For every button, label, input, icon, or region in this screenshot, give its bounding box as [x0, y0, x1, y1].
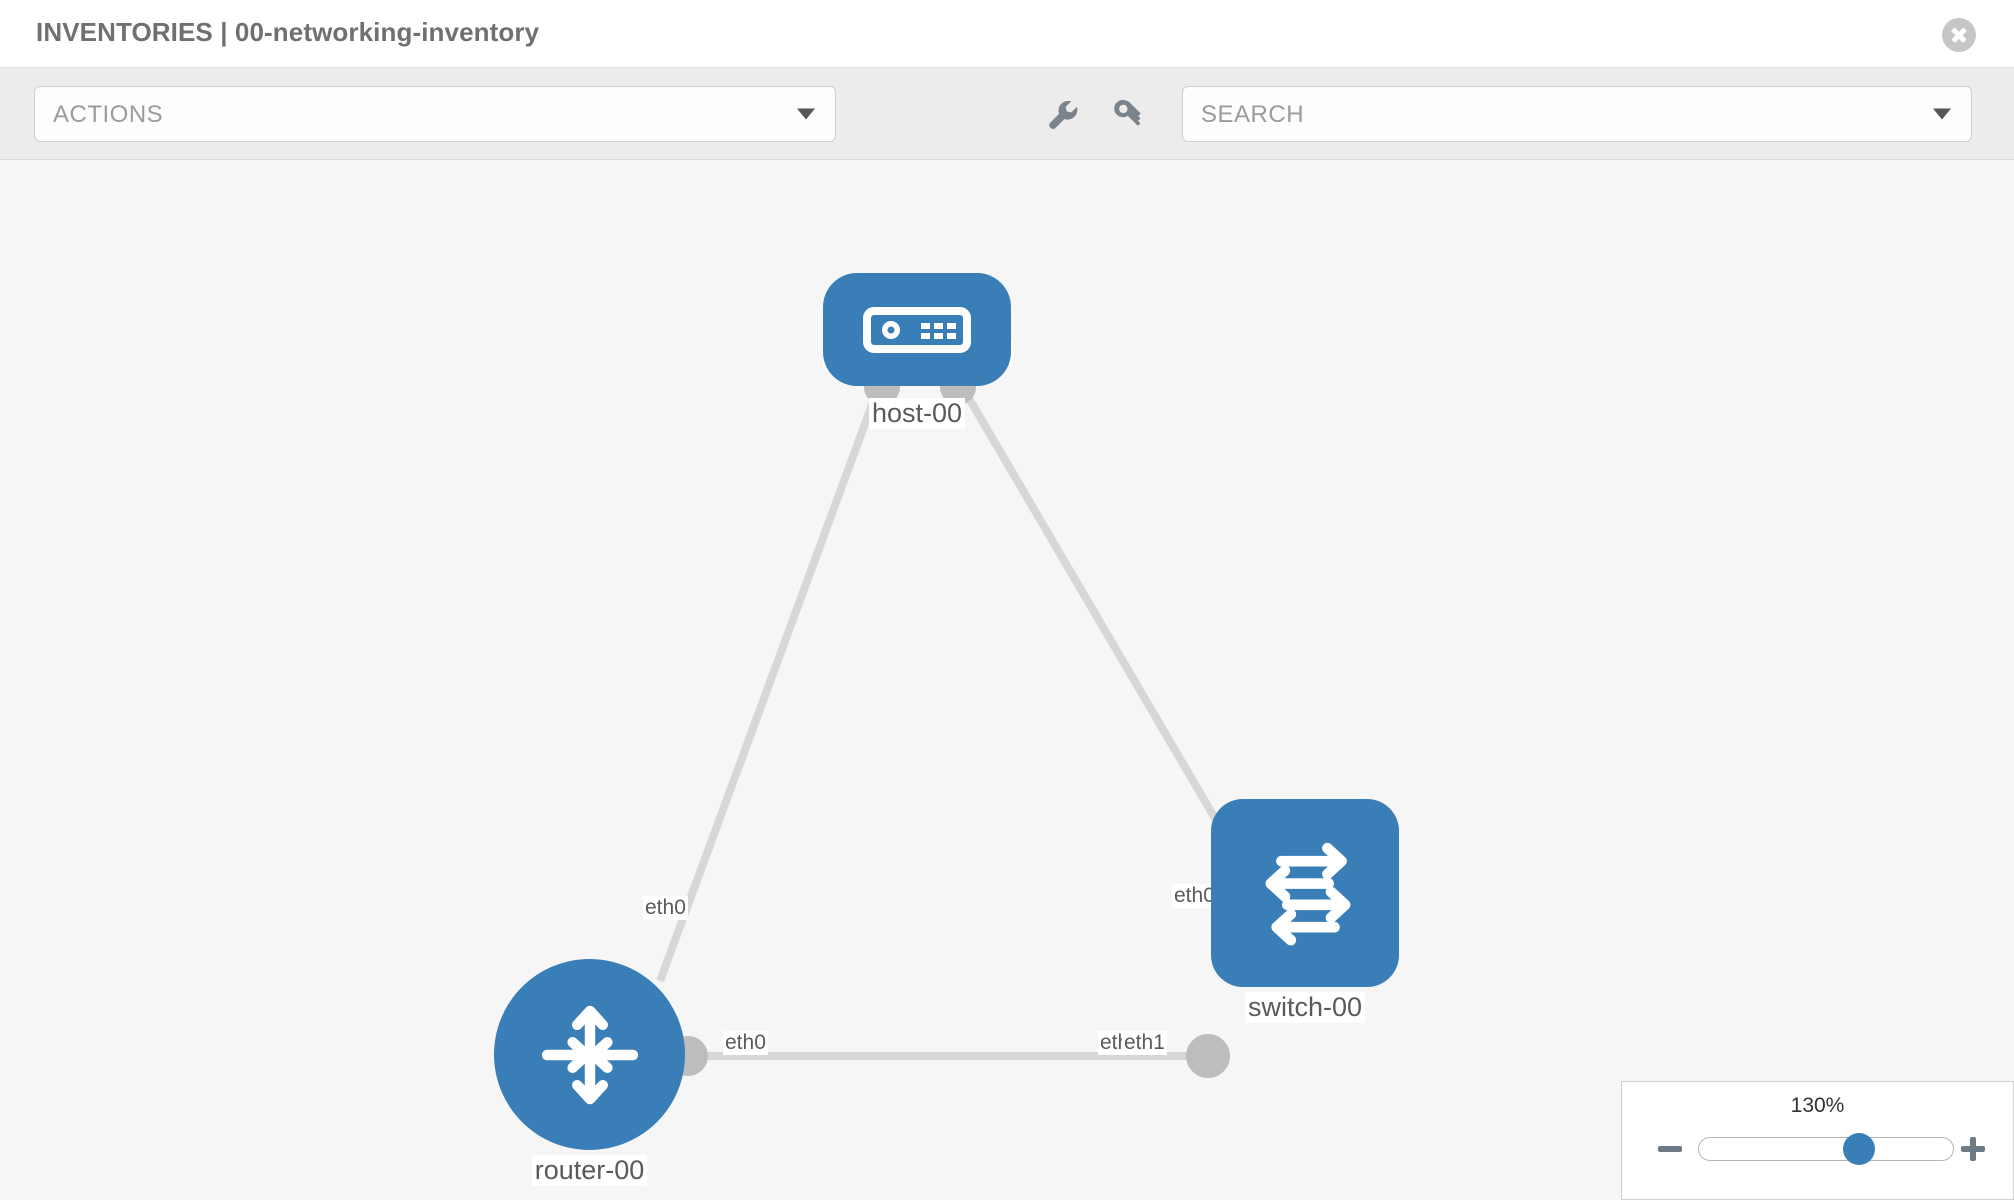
iface-label-switch-left-b: eth1 [1122, 1031, 1167, 1055]
actions-dropdown-label: ACTIONS [53, 101, 164, 128]
link-host-router [656, 381, 884, 983]
iface-label-router-up: eth0 [643, 896, 688, 920]
zoom-out-button[interactable] [1655, 1134, 1685, 1164]
host-node-shape[interactable] [823, 273, 1011, 386]
switch-node-shape[interactable] [1211, 799, 1399, 987]
zoom-control-panel: 130% [1621, 1081, 2014, 1200]
actions-dropdown[interactable]: ACTIONS [34, 86, 836, 142]
topology-node-switch-00[interactable]: switch-00 [1211, 799, 1399, 1023]
connector-switch-left [1186, 1034, 1230, 1078]
router-node-shape[interactable] [494, 959, 685, 1150]
topology-node-router-00[interactable]: router-00 [494, 959, 685, 1186]
page-title: INVENTORIES | 00-networking-inventory [36, 17, 540, 47]
topology-node-host-00[interactable]: host-00 [823, 273, 1011, 429]
zoom-slider[interactable] [1698, 1133, 1954, 1165]
search-input[interactable]: SEARCH [1182, 86, 1972, 142]
node-label-router-00: router-00 [531, 1155, 648, 1186]
router-arrows-icon [541, 1005, 638, 1104]
iface-label-switch-up: eth0 [1172, 884, 1217, 908]
wrench-icon[interactable] [1040, 92, 1084, 136]
link-host-switch [956, 380, 1244, 864]
topology-canvas[interactable]: eth0 eth0 eth0 eth0 eth0 eth0 eth1 [0, 161, 2014, 1200]
zoom-slider-thumb[interactable] [1843, 1133, 1876, 1165]
zoom-in-button[interactable] [1958, 1134, 1988, 1164]
switch-arrows-icon [1265, 842, 1351, 946]
zoom-level-value: 130% [1790, 1094, 1845, 1117]
toolbar: ACTIONS SEARCH [0, 68, 2014, 160]
chevron-down-icon [1933, 108, 1951, 120]
iface-label-router-right: eth0 [723, 1031, 768, 1055]
key-icon[interactable] [1108, 92, 1152, 136]
search-placeholder: SEARCH [1201, 101, 1305, 128]
node-label-host-00: host-00 [868, 398, 966, 429]
page-header: INVENTORIES | 00-networking-inventory [0, 0, 2014, 68]
chevron-down-icon [797, 108, 815, 120]
node-label-switch-00: switch-00 [1244, 992, 1366, 1023]
close-icon[interactable] [1942, 18, 1976, 52]
server-icon [863, 306, 971, 353]
